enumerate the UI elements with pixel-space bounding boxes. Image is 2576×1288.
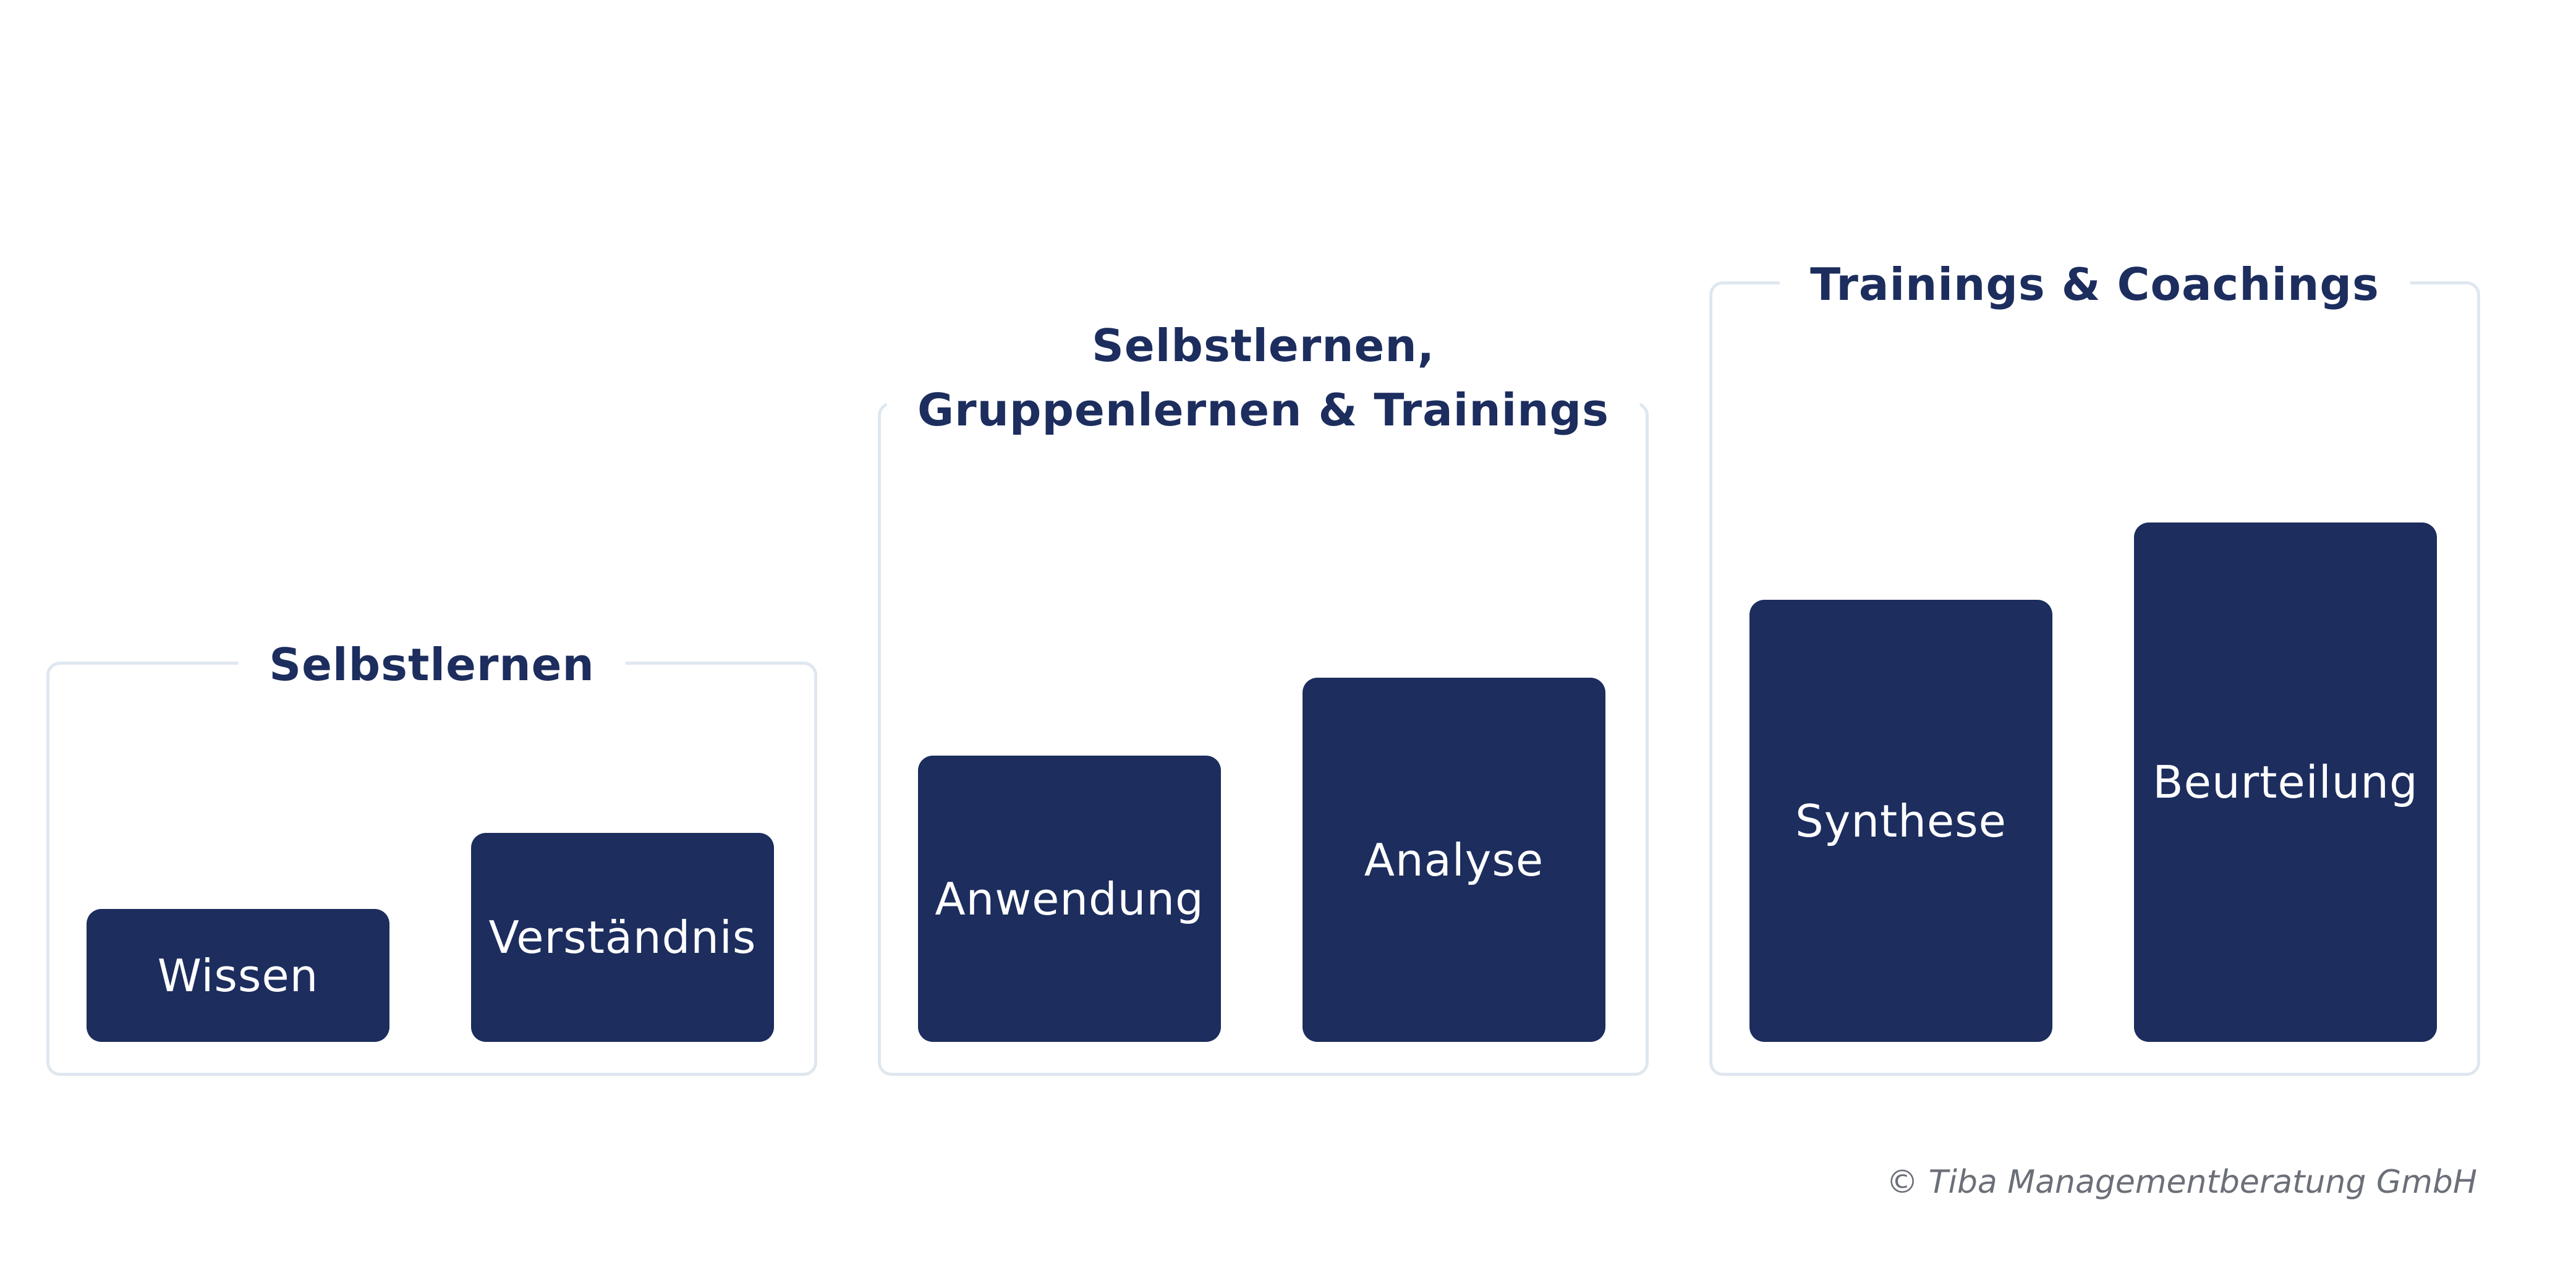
group-selbstlernen-gruppenlernen-trainings: Selbstlernen, Gruppenlernen & Trainings [878,313,1649,1076]
bar-label-anwendung: Anwendung [935,872,1204,925]
bar-label-verstaendnis: Verständnis [488,911,757,963]
group-title-selbstlernen: Selbstlernen [238,633,626,697]
group-trainings-coachings: Trainings & Coachings [1709,252,2480,1076]
bar-verstaendnis: Verständnis [471,833,774,1042]
bar-analyse: Analyse [1303,678,1605,1042]
bar-label-beurteilung: Beurteilung [2153,756,2418,808]
bar-label-analyse: Analyse [1364,834,1544,886]
bar-synthese: Synthese [1749,600,2052,1042]
group-title-selbstlernen-gruppenlernen-trainings: Selbstlernen, Gruppenlernen & Trainings [886,313,1640,442]
group-title-trainings-coachings: Trainings & Coachings [1779,252,2410,317]
group-title-line-1: Selbstlernen, [1092,319,1435,372]
copyright-footer: © Tiba Managementberatung GmbH [1886,1164,2477,1201]
bar-anwendung: Anwendung [918,756,1221,1042]
bar-label-wissen: Wissen [157,949,319,1002]
bar-wissen: Wissen [87,909,389,1042]
bar-label-synthese: Synthese [1795,795,2007,847]
bar-beurteilung: Beurteilung [2134,522,2437,1042]
group-title-line-2: Gruppenlernen & Trainings [917,383,1609,436]
group-selbstlernen: Selbstlernen [46,633,817,1076]
